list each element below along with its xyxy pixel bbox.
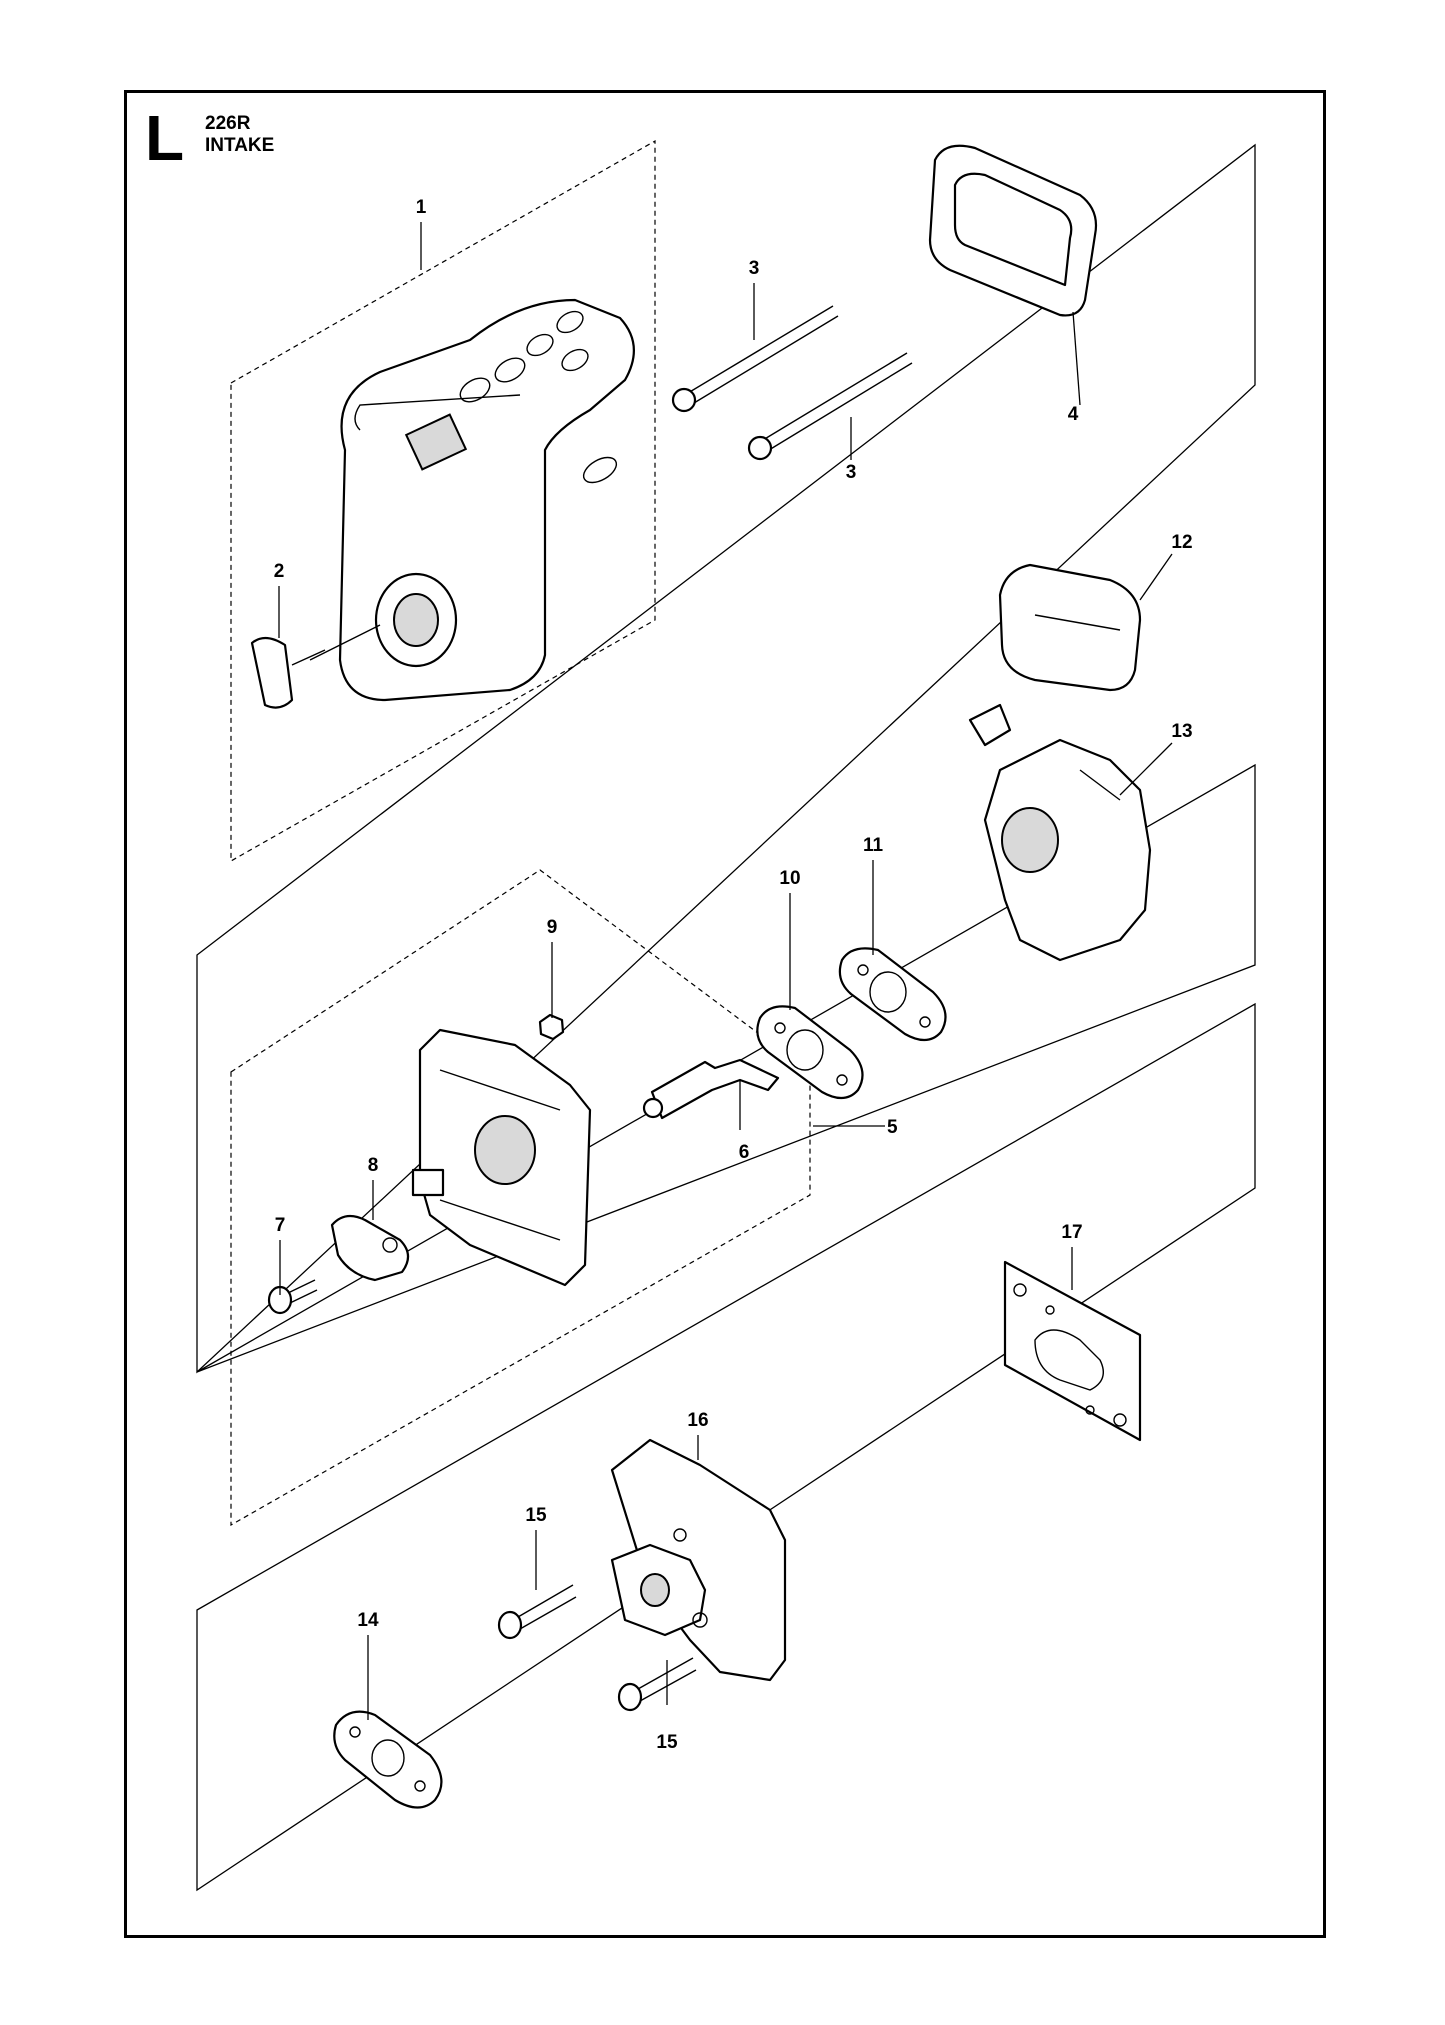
filter-housing-drawing bbox=[411, 1028, 592, 1287]
callout-12: 12 bbox=[1171, 532, 1192, 553]
callout-8: 8 bbox=[368, 1155, 379, 1176]
callout-15-upper: 15 bbox=[525, 1505, 547, 1526]
callout-3-upper: 3 bbox=[749, 258, 760, 279]
mid-assembly-plane bbox=[196, 143, 1256, 1374]
callout-16: 16 bbox=[687, 1410, 708, 1431]
carburetor-cap-drawing bbox=[998, 563, 1142, 692]
gasket-11-drawing bbox=[838, 947, 947, 1042]
callout-7: 7 bbox=[275, 1215, 286, 1236]
callout-15-lower: 15 bbox=[656, 1732, 678, 1753]
long-screws-drawing bbox=[671, 305, 913, 461]
model-number: 226R bbox=[205, 113, 251, 134]
callout-9: 9 bbox=[547, 917, 558, 938]
callout-17: 17 bbox=[1061, 1222, 1082, 1243]
callout-10: 10 bbox=[779, 868, 800, 889]
air-filter-cover-drawing bbox=[338, 298, 635, 702]
drawing-frame bbox=[124, 90, 1326, 1938]
diagram-title: INTAKE bbox=[205, 135, 275, 156]
carburetor-drawing bbox=[968, 703, 1152, 962]
section-letter: L bbox=[145, 102, 185, 174]
callout-4: 4 bbox=[1068, 404, 1079, 425]
callout-14: 14 bbox=[357, 1610, 379, 1631]
callout-2: 2 bbox=[274, 561, 285, 582]
lower-assembly-plane bbox=[196, 1002, 1256, 1892]
plate-8-drawing bbox=[330, 1214, 410, 1282]
callout-3-lower: 3 bbox=[846, 462, 857, 483]
cover-knob-drawing bbox=[250, 624, 381, 709]
screw-7-drawing bbox=[267, 1279, 318, 1315]
callout-13: 13 bbox=[1171, 721, 1192, 742]
gasket-17-drawing bbox=[1003, 1260, 1142, 1442]
callout-6: 6 bbox=[739, 1142, 750, 1163]
intake-adapter-drawing bbox=[610, 1438, 787, 1682]
filter-element-drawing bbox=[928, 144, 1098, 317]
choke-lever-drawing bbox=[642, 1058, 780, 1120]
callout-5: 5 bbox=[887, 1117, 898, 1138]
nut-drawing bbox=[538, 1013, 565, 1041]
leader-lines bbox=[278, 222, 1173, 1720]
kit-box-air-filter-cover bbox=[230, 139, 656, 863]
gasket-14-drawing bbox=[333, 1710, 443, 1809]
kit-box-filter-housing bbox=[230, 869, 811, 1527]
gasket-10-drawing bbox=[756, 1005, 864, 1100]
callout-1: 1 bbox=[416, 197, 427, 218]
screws-15-drawing bbox=[497, 1584, 697, 1712]
callout-11: 11 bbox=[863, 835, 884, 856]
